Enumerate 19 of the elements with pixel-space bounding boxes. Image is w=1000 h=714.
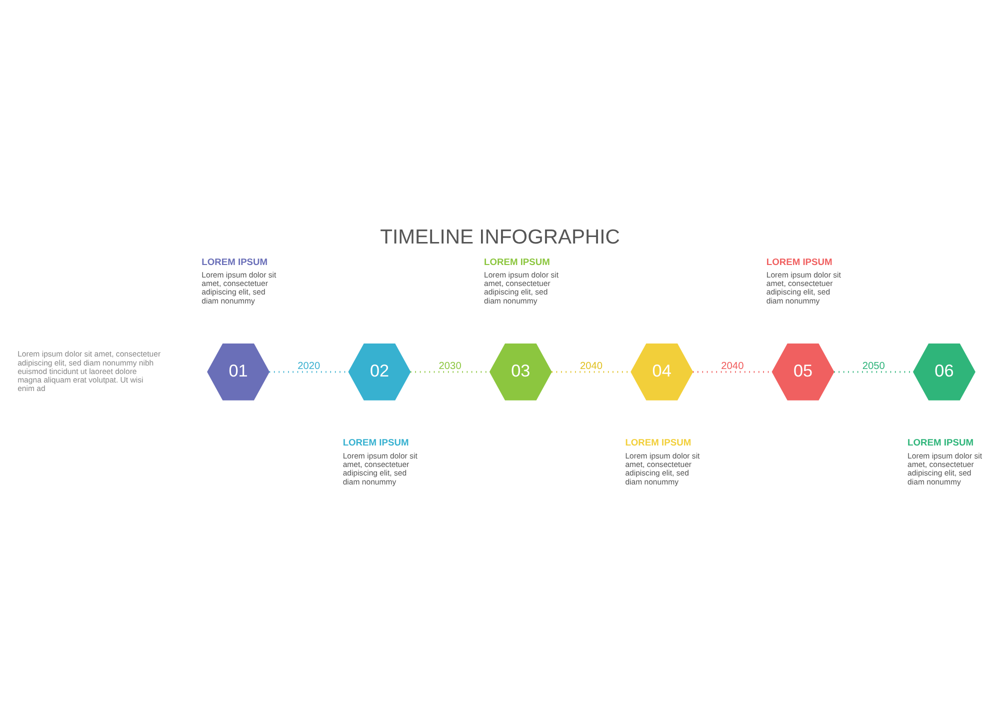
label: Lorem ipsum dolor sit amet, consectetuer adipiscing elit, sed diam nonummy nibh euismod tincidunt ut laoreet dolore magna aliquam erat volutpat. Ut wisi enim ad [18,349,161,393]
node-label: LOREM IPSUM [766,256,832,266]
edge-label: 2040 [721,360,744,372]
edge-label: 2050 [862,360,885,372]
node-label: LOREM IPSUM [908,437,974,448]
node-label: Lorem ipsum dolor sit amet, consectetuer adipiscing elit, sed diam nonummy [766,270,841,305]
node-label: Lorem ipsum dolor sit amet, consectetuer adipiscing elit, sed diam nonummy [625,451,700,486]
edge-label: 2020 [298,360,320,372]
node-label: Lorem ipsum dolor sit amet, consectetuer adipiscing elit, sed diam nonummy [202,270,276,305]
edge-label: 2040 [580,360,603,372]
node-label: LOREM IPSUM [342,437,409,448]
node-label: Lorem ipsum dolor sit amet, consectetuer adipiscing elit, sed diam nonummy [484,270,559,305]
edge-label: 2030 [438,360,462,372]
node-label: Lorem ipsum dolor sit amet, consectetuer adipiscing elit, sed diam nonummy [908,451,982,486]
node-label: LOREM IPSUM [625,437,692,448]
node-label: Lorem ipsum dolor sit amet, consectetuer adipiscing elit, sed diam nonummy [342,451,418,486]
node-label: LOREM IPSUM [202,256,268,266]
diagram-title: TIMELINE INFOGRAPHIC [380,226,620,248]
node-label: LOREM IPSUM [484,256,550,266]
